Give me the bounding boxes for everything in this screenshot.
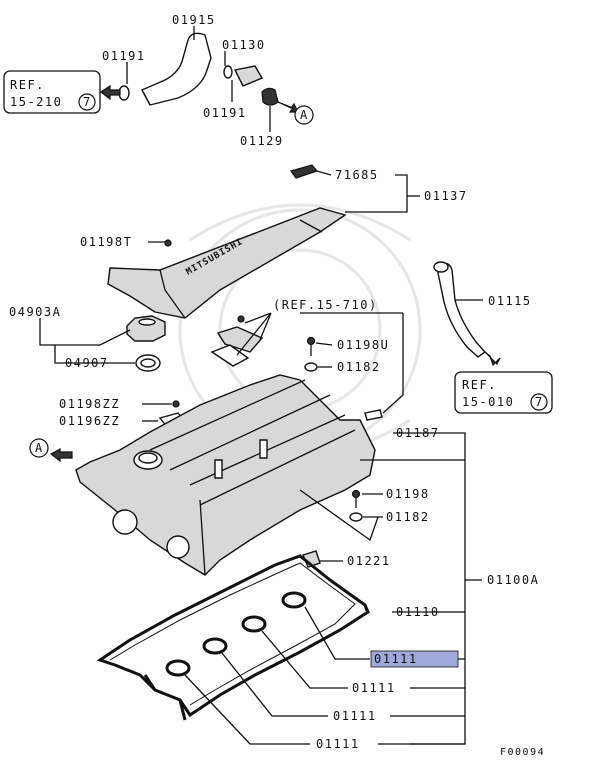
label-01191-mid[interactable]: 01191 xyxy=(203,106,247,120)
label-01187[interactable]: 01187 xyxy=(396,426,440,440)
plug-seal-4 xyxy=(165,659,191,677)
plug-seal-1 xyxy=(281,591,307,609)
callout-a-left[interactable]: A xyxy=(29,438,49,458)
engine-top-cover: MITSUBISHI xyxy=(107,164,347,319)
plug-seal-2 xyxy=(241,615,267,633)
ref-left-line2: 15-210 xyxy=(10,95,62,109)
cover-badge xyxy=(290,164,319,179)
bolt-01198t xyxy=(164,239,172,247)
bolt-01198u xyxy=(304,336,318,372)
arrow-to-callout-a-icon xyxy=(49,447,73,463)
ref-right-line1: REF. xyxy=(462,378,497,392)
ref-right-circle: 7 xyxy=(535,395,544,409)
arrow-left-icon xyxy=(99,84,121,101)
arrow-to-a-icon xyxy=(277,101,299,113)
valve-cover xyxy=(75,374,376,576)
oil-filler-cap xyxy=(126,315,166,372)
svg-text:A: A xyxy=(300,108,309,122)
label-71685[interactable]: 71685 xyxy=(335,168,379,182)
breather-hose-group xyxy=(118,32,299,113)
wire-bracket xyxy=(210,315,264,367)
label-01198t[interactable]: 01198T xyxy=(80,235,132,249)
label-01130[interactable]: 01130 xyxy=(222,38,266,52)
label-01198u[interactable]: 01198U xyxy=(337,338,389,352)
label-01100a[interactable]: 01100A xyxy=(487,573,539,587)
label-01915[interactable]: 01915 xyxy=(172,13,216,27)
label-01111-highlighted[interactable]: 01111 xyxy=(374,652,418,666)
figure-code: F00094 xyxy=(500,747,545,758)
pcv-fitting xyxy=(261,87,279,106)
label-01137[interactable]: 01137 xyxy=(424,189,468,203)
ref-left-circle: 7 xyxy=(83,95,92,109)
label-01110[interactable]: 01110 xyxy=(396,605,440,619)
label-01182-bot[interactable]: 01182 xyxy=(386,510,430,524)
ref-right-line2: 15-010 xyxy=(462,395,514,409)
label-01111-a[interactable]: 01111 xyxy=(352,681,396,695)
breather-hose xyxy=(141,32,212,106)
label-01182-top[interactable]: 01182 xyxy=(337,360,381,374)
leader-lines xyxy=(39,170,483,745)
ref-left-line1: REF. xyxy=(10,78,45,92)
arrow-down-icon xyxy=(484,351,501,367)
callout-a-top[interactable]: A xyxy=(294,105,314,125)
label-04903a[interactable]: 04903A xyxy=(9,305,61,319)
label-01115[interactable]: 01115 xyxy=(488,294,532,308)
leader-lines-top xyxy=(126,26,271,132)
label-01191-top[interactable]: 01191 xyxy=(102,49,146,63)
plug-seals xyxy=(165,591,307,677)
label-01111-c[interactable]: 01111 xyxy=(316,737,360,751)
label-ref-15-710[interactable]: (REF.15-710) xyxy=(273,298,378,312)
ref-box-right[interactable]: REF. 15-010 7 xyxy=(454,371,553,414)
svg-text:A: A xyxy=(35,441,44,455)
bolt-01198 xyxy=(349,489,363,522)
label-01198[interactable]: 01198 xyxy=(386,487,430,501)
label-04907[interactable]: 04907 xyxy=(65,356,109,370)
ref-box-left[interactable]: REF. 15-210 7 xyxy=(3,70,101,114)
valve-cover-gasket xyxy=(96,554,370,721)
part-labels: 01915 01191 01130 01191 01129 71685 0113… xyxy=(9,13,545,758)
plug-seal-3 xyxy=(202,637,228,655)
label-01111-b[interactable]: 01111 xyxy=(333,709,377,723)
label-01221[interactable]: 01221 xyxy=(347,554,391,568)
pcv-valve xyxy=(233,65,264,87)
hose-01115 xyxy=(433,261,501,367)
label-01196zz[interactable]: 01196ZZ xyxy=(59,414,120,428)
hose-clamp-2 xyxy=(223,65,233,79)
label-01198zz[interactable]: 01198ZZ xyxy=(59,397,120,411)
stud-01187 xyxy=(364,409,383,421)
highlight-box xyxy=(370,650,459,668)
label-01129[interactable]: 01129 xyxy=(240,134,284,148)
